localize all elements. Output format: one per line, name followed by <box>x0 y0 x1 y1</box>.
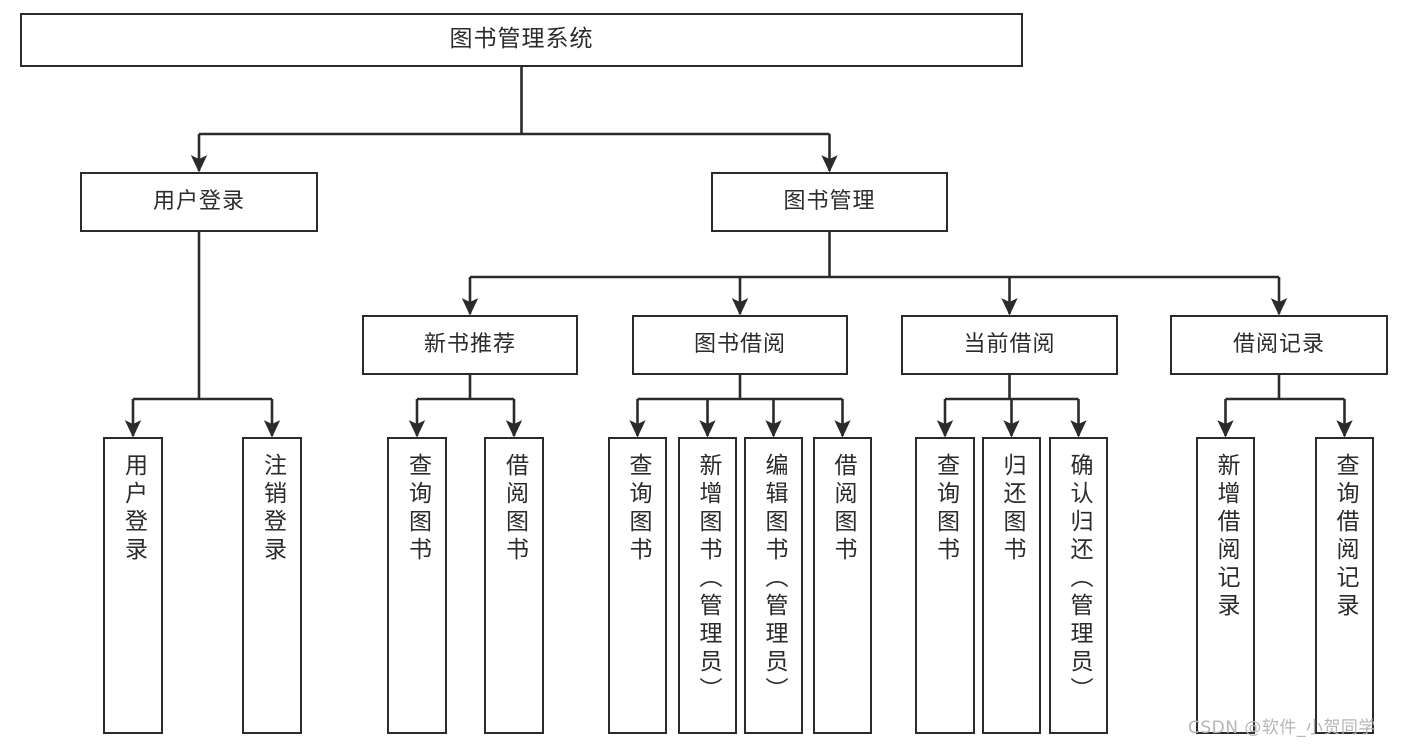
node-leaf-edit-book[interactable]: 编辑图书（管理员） <box>744 437 803 734</box>
node-leaf-query-record[interactable]: 查询借阅记录 <box>1315 437 1374 734</box>
node-leaf-borrow-book-rec-label: 借阅图书 <box>501 453 528 565</box>
node-leaf-add-book[interactable]: 新增图书（管理员） <box>678 437 737 734</box>
node-root-label: 图书管理系统 <box>449 26 594 53</box>
node-new-book-rec-label: 新书推荐 <box>423 331 516 357</box>
node-new-book-rec[interactable]: 新书推荐 <box>362 315 578 375</box>
node-leaf-add-record-label: 新增借阅记录 <box>1213 453 1239 621</box>
node-borrow-record[interactable]: 借阅记录 <box>1170 315 1388 375</box>
node-leaf-confirm-return-label: 确认归还（管理员） <box>1066 453 1092 705</box>
node-leaf-return-book-label: 归还图书 <box>999 453 1025 565</box>
node-leaf-borrow-book-bor[interactable]: 借阅图书 <box>813 437 872 734</box>
node-leaf-query-book-cur-label: 查询图书 <box>932 453 959 565</box>
node-leaf-add-record[interactable]: 新增借阅记录 <box>1196 437 1255 734</box>
node-leaf-borrow-book-bor-label: 借阅图书 <box>830 453 856 565</box>
node-leaf-confirm-return[interactable]: 确认归还（管理员） <box>1049 437 1108 734</box>
node-book-borrow[interactable]: 图书借阅 <box>632 315 848 375</box>
node-leaf-user-logout-label: 注销登录 <box>259 453 286 565</box>
node-user-login[interactable]: 用户登录 <box>80 172 318 232</box>
node-leaf-return-book[interactable]: 归还图书 <box>982 437 1041 734</box>
node-book-borrow-label: 图书借阅 <box>693 331 786 357</box>
node-leaf-query-book-bor[interactable]: 查询图书 <box>608 437 667 734</box>
node-leaf-user-login[interactable]: 用户登录 <box>103 437 163 734</box>
node-leaf-user-login-label: 用户登录 <box>120 453 147 565</box>
node-current-borrow[interactable]: 当前借阅 <box>901 315 1118 375</box>
node-current-borrow-label: 当前借阅 <box>963 331 1056 357</box>
node-leaf-query-book-rec[interactable]: 查询图书 <box>387 437 447 734</box>
node-leaf-edit-book-label: 编辑图书（管理员） <box>761 453 787 705</box>
node-root[interactable]: 图书管理系统 <box>20 13 1023 67</box>
node-leaf-borrow-book-rec[interactable]: 借阅图书 <box>484 437 544 734</box>
node-borrow-record-label: 借阅记录 <box>1232 331 1325 357</box>
node-leaf-query-book-rec-label: 查询图书 <box>404 453 431 565</box>
node-leaf-query-book-cur[interactable]: 查询图书 <box>915 437 975 734</box>
node-leaf-user-logout[interactable]: 注销登录 <box>242 437 302 734</box>
node-leaf-add-book-label: 新增图书（管理员） <box>695 453 721 705</box>
node-leaf-query-record-label: 查询借阅记录 <box>1332 453 1358 621</box>
node-leaf-query-book-bor-label: 查询图书 <box>625 453 651 565</box>
node-book-manage-label: 图书管理 <box>783 188 876 214</box>
node-book-manage[interactable]: 图书管理 <box>711 172 948 232</box>
node-user-login-label: 用户登录 <box>152 188 245 214</box>
